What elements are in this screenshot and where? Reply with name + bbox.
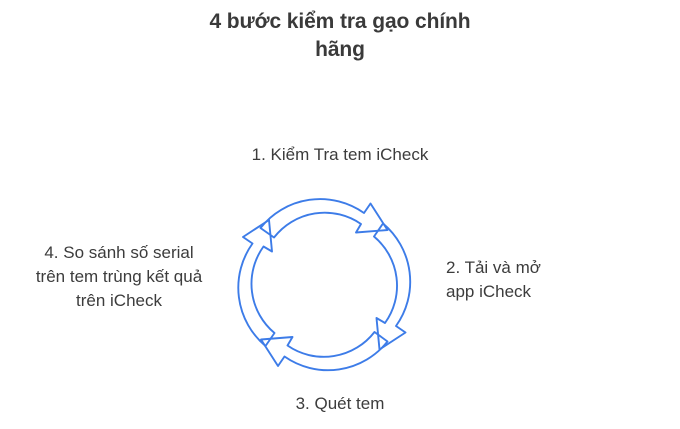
cycle-diagram-svg: [237, 198, 412, 372]
page-title-line-1: 4 bước kiểm tra gạo chính: [209, 10, 471, 33]
step-label-1: 1. Kiểm Tra tem iCheck: [251, 145, 429, 164]
page-title: 4 bước kiểm tra gạo chính hãng: [0, 8, 680, 63]
step-label-4: 4. So sánh số serial trên tem trùng kết …: [35, 243, 203, 311]
arrow-left-icon: [237, 219, 276, 347]
cycle-diagram: [224, 183, 424, 387]
step-label-2: 2. Tải và mở app iCheck: [446, 258, 541, 302]
arrow-bottom-icon: [260, 331, 389, 372]
arrow-top-icon: [259, 198, 389, 239]
step-label-3: 3. Quét tem: [295, 394, 385, 413]
arrow-right-icon: [373, 222, 412, 351]
page-title-line-2: hãng: [315, 37, 365, 61]
